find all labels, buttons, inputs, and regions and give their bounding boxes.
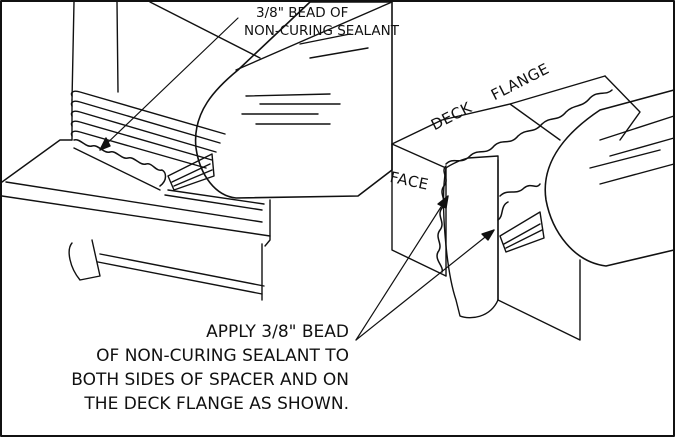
sealant-bead-deck-flange xyxy=(445,89,613,165)
callout-bottom-line4: THE DECK FLANGE AS SHOWN. xyxy=(84,394,349,414)
callout-top-line1: 3/8" BEAD OF xyxy=(256,5,349,21)
right-illustration xyxy=(355,75,675,341)
caulk-gun-left xyxy=(194,1,393,199)
callout-bottom-line3: BOTH SIDES OF SPACER AND ON xyxy=(71,370,349,390)
sealant-bead-left xyxy=(73,139,167,187)
sealant-bead-face xyxy=(436,165,447,273)
left-illustration xyxy=(1,1,393,301)
callout-bottom-line1: APPLY 3/8" BEAD xyxy=(206,322,349,342)
callout-bottom-line2: OF NON-CURING SEALANT TO xyxy=(96,346,349,366)
sealant-bead-spacer xyxy=(497,183,541,221)
caulk-gun-right xyxy=(544,89,675,267)
callout-top-line2: NON-CURING SEALANT xyxy=(244,23,399,39)
